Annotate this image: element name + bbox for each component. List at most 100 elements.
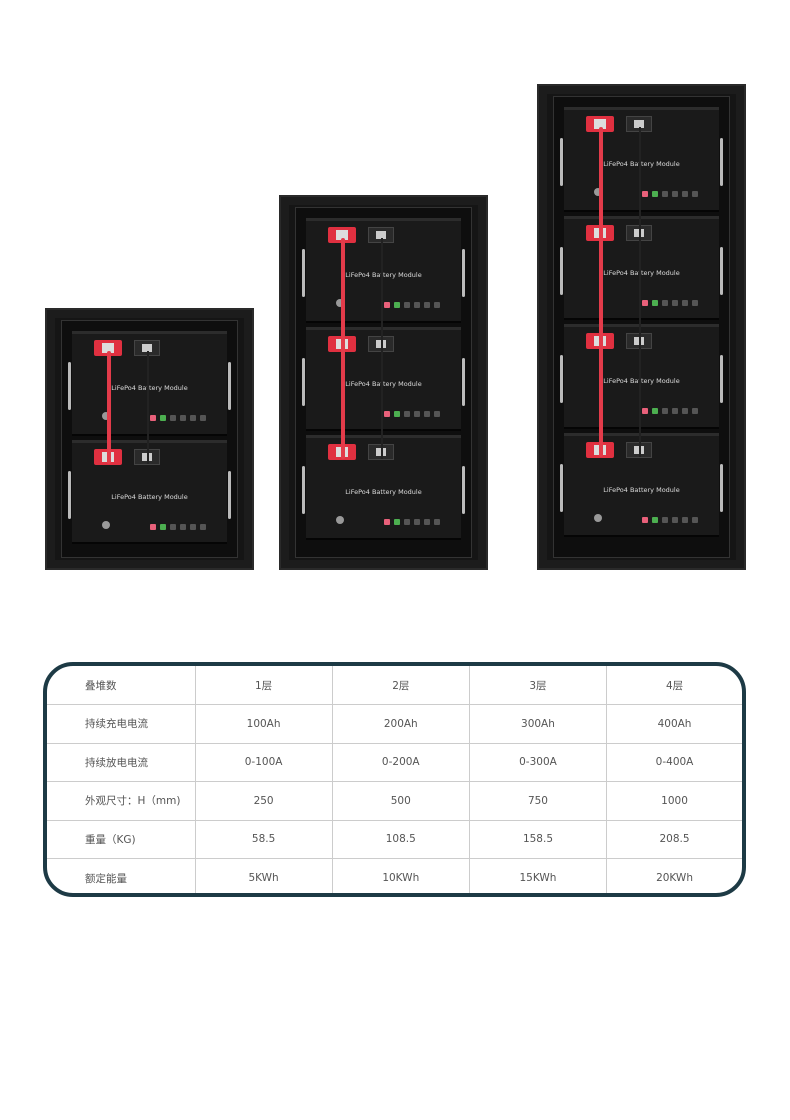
black-cable — [381, 238, 383, 459]
module-label: LiFePo4 Battery Module — [345, 271, 422, 279]
handle — [462, 466, 465, 514]
table-cell: 2层 — [331, 666, 470, 705]
module-label: LiFePo4 Battery Module — [603, 485, 680, 494]
handle — [720, 355, 723, 403]
table-cell: 0-200A — [331, 742, 470, 782]
positive-terminal — [94, 340, 122, 356]
table-cell: 5KWh — [194, 858, 333, 893]
table-cell: 15KWh — [468, 858, 608, 893]
table-cell: 200Ah — [331, 704, 470, 744]
battery-module: LiFePo4 Battery Module — [560, 324, 723, 429]
handle — [228, 362, 231, 410]
handle — [720, 463, 723, 512]
handle — [560, 355, 563, 403]
control-panel — [642, 182, 708, 197]
control-panel — [384, 293, 450, 308]
handle — [68, 362, 71, 410]
handle — [720, 246, 723, 295]
positive-terminal — [586, 116, 614, 132]
power-switch — [594, 513, 602, 522]
table-cell: 500 — [331, 781, 470, 821]
row-header: 重量（KG) — [47, 819, 196, 859]
control-panel — [150, 406, 216, 421]
battery-module: LiFePo4 Battery Module — [68, 331, 231, 436]
handle — [302, 249, 305, 297]
handle — [560, 463, 563, 512]
table-cell: 250 — [194, 781, 333, 821]
row-header: 额定能量 — [47, 858, 196, 893]
control-panel — [384, 510, 450, 525]
control-panel — [384, 402, 450, 417]
table-cell: 0-300A — [468, 742, 608, 782]
battery-module: LiFePo4 Battery Module — [560, 215, 723, 320]
table-cell: 400Ah — [606, 704, 742, 744]
module-label: LiFePo4 Battery Module — [111, 492, 188, 501]
row-header: 叠堆数 — [47, 666, 196, 705]
red-cable — [107, 351, 111, 464]
table-cell: 1000 — [606, 781, 742, 821]
table-cell: 58.5 — [194, 819, 333, 859]
handle — [720, 138, 723, 186]
black-cable — [147, 351, 149, 464]
table-cell: 4层 — [606, 666, 742, 705]
table-cell: 100Ah — [194, 704, 333, 744]
handle — [560, 138, 563, 186]
battery-module: LiFePo4 Battery Module — [302, 326, 465, 431]
table-cell: 208.5 — [606, 819, 742, 859]
handle — [560, 246, 563, 295]
table-cell: 158.5 — [468, 819, 608, 859]
table-cell: 10KWh — [331, 858, 470, 893]
power-switch — [336, 516, 344, 524]
module-label: LiFePo4 Battery Module — [111, 384, 188, 392]
table-cell: 0-100A — [194, 742, 333, 782]
module-label: LiFePo4 Battery Module — [603, 268, 680, 277]
table-cell: 0-400A — [606, 742, 742, 782]
red-cable — [341, 238, 345, 459]
table-cell: 108.5 — [331, 819, 470, 859]
battery-module: LiFePo4 Battery Module — [560, 432, 723, 537]
module-label: LiFePo4 Battery Module — [603, 377, 680, 385]
handle — [302, 357, 305, 406]
control-panel — [642, 399, 708, 414]
battery-module: LiFePo4 Battery Module — [302, 218, 465, 323]
power-switch — [336, 299, 344, 307]
battery-module: LiFePo4 Battery Module — [68, 439, 231, 544]
table-cell: 20KWh — [606, 858, 742, 893]
row-header: 持续充电电流 — [47, 704, 196, 744]
module-label: LiFePo4 Battery Module — [345, 488, 422, 496]
power-switch — [594, 188, 602, 196]
power-switch — [102, 520, 110, 529]
table-cell: 3层 — [468, 666, 608, 705]
handle — [228, 470, 231, 519]
module-label: LiFePo4 Battery Module — [603, 160, 680, 168]
power-switch — [102, 412, 110, 420]
module-label: LiFePo4 Battery Module — [345, 379, 422, 388]
control-panel — [150, 515, 216, 530]
battery-module: LiFePo4 Battery Module — [560, 107, 723, 212]
table-cell: 1层 — [194, 666, 333, 705]
control-panel — [642, 508, 708, 523]
handle — [68, 470, 71, 519]
table-cell: 750 — [468, 781, 608, 821]
handle — [462, 249, 465, 297]
black-cable — [639, 127, 641, 457]
positive-terminal — [328, 227, 356, 243]
battery-module: LiFePo4 Battery Module — [302, 435, 465, 540]
table-cell: 300Ah — [468, 704, 608, 744]
row-header: 外观尺寸：H（mm) — [47, 781, 196, 821]
control-panel — [642, 291, 708, 306]
row-header: 持续放电电流 — [47, 742, 196, 782]
red-cable — [599, 127, 603, 457]
handle — [302, 466, 305, 514]
handle — [462, 357, 465, 406]
